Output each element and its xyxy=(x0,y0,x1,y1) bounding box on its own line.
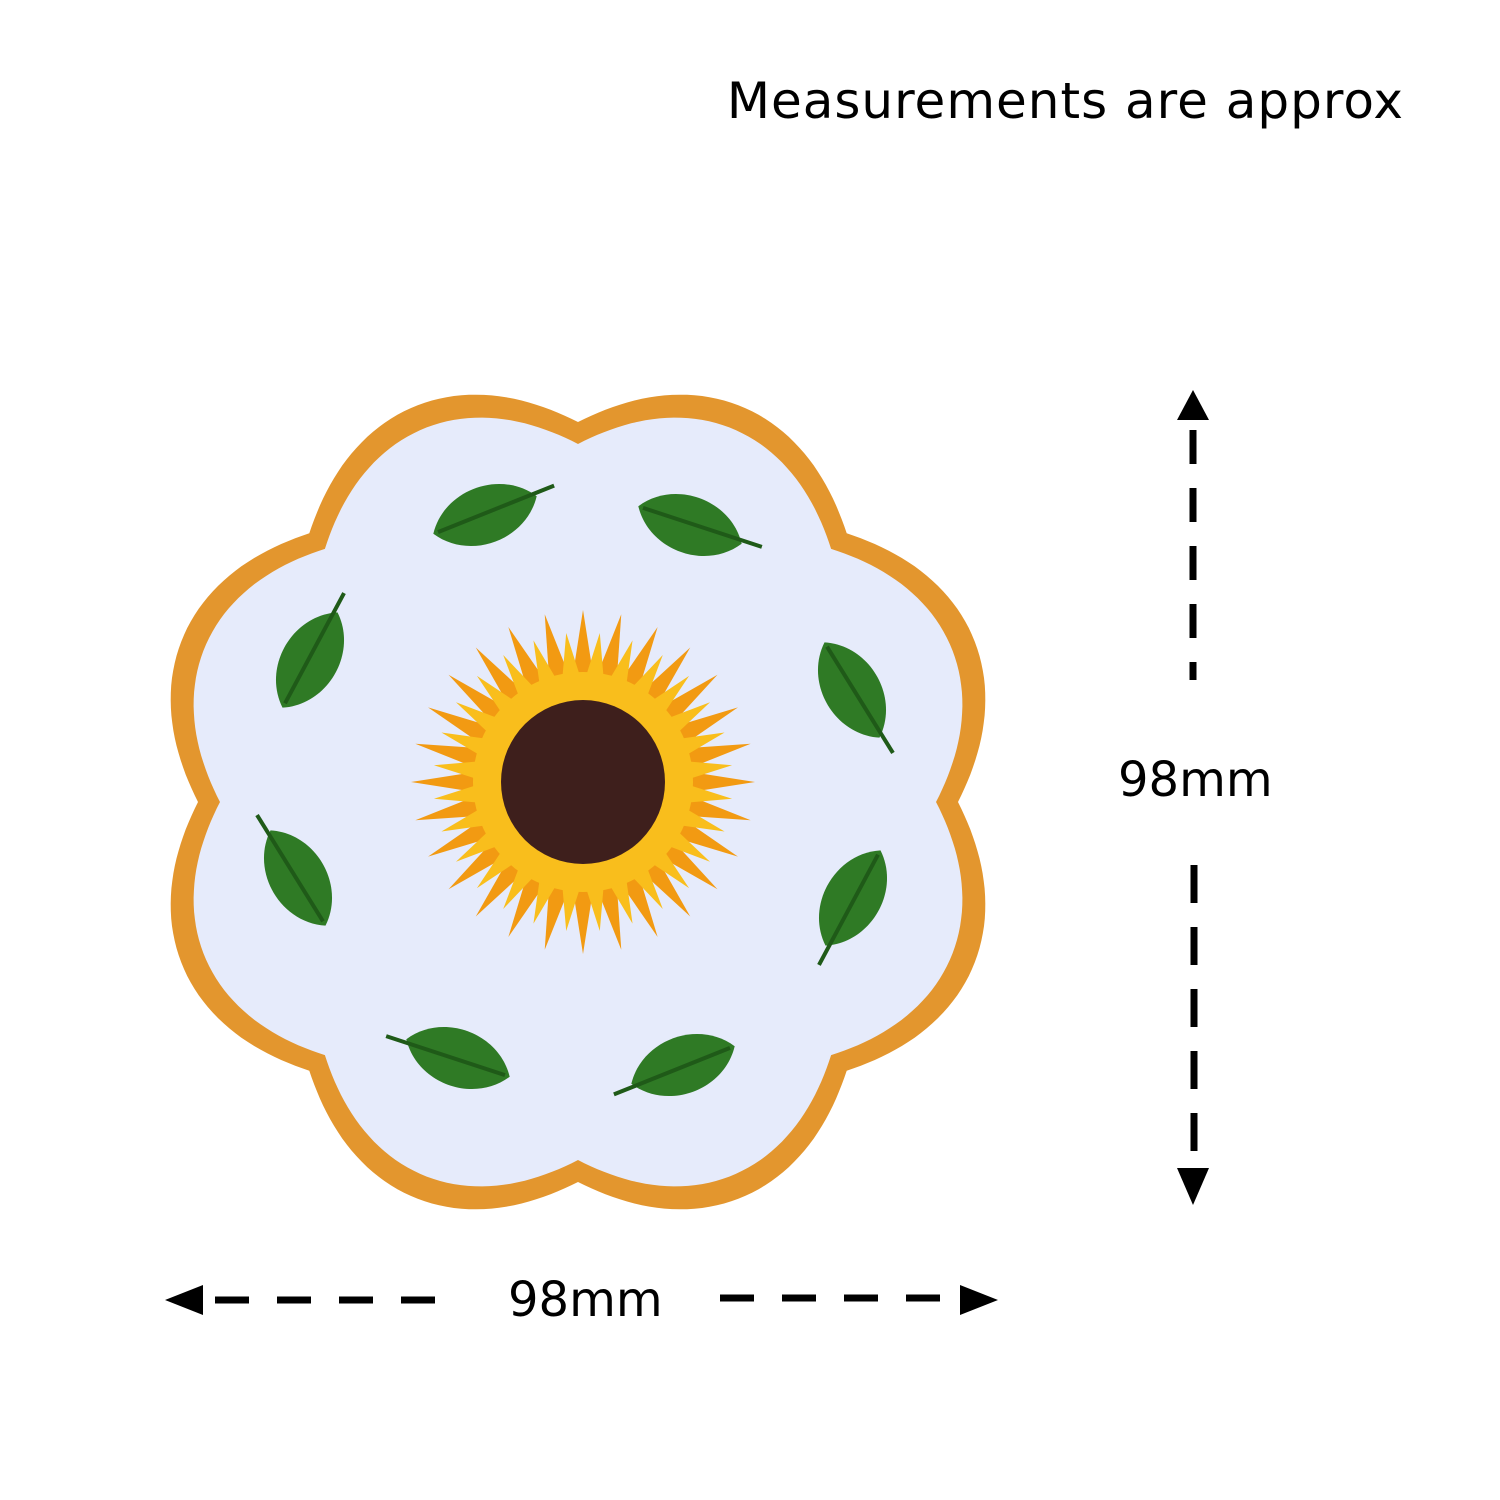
leaf xyxy=(255,813,333,926)
arrow-down-icon xyxy=(1177,1168,1209,1205)
leaf xyxy=(433,483,555,547)
arrow-left-icon xyxy=(165,1285,203,1315)
width-label: 98mm xyxy=(508,1272,663,1328)
arrow-right-icon xyxy=(960,1285,998,1315)
leaf xyxy=(275,592,346,708)
measurements-caption: Measurements are approx xyxy=(726,72,1404,130)
dimension-arrows xyxy=(165,390,1209,1315)
leaf xyxy=(638,493,763,557)
leaf xyxy=(385,1026,510,1090)
leaf xyxy=(817,850,888,966)
sunflower xyxy=(411,610,755,954)
leaf xyxy=(817,642,895,755)
height-label: 98mm xyxy=(1118,752,1273,808)
flower-center xyxy=(501,700,665,864)
leaf xyxy=(613,1033,735,1097)
arrow-up-icon xyxy=(1177,390,1209,420)
leaf-ring xyxy=(255,483,895,1097)
